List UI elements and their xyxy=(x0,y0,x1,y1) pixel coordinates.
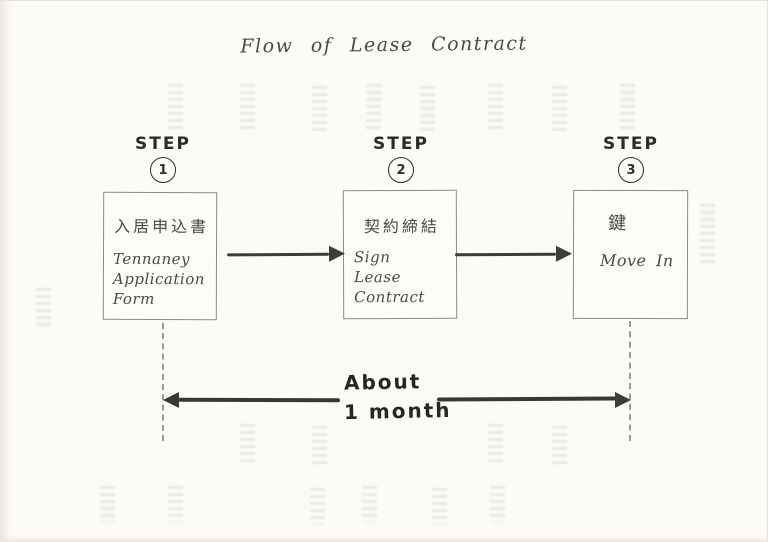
dashed-line-step3 xyxy=(629,321,631,441)
step-1-jp-text: 入居申込書 xyxy=(114,216,210,237)
ghost-smudge xyxy=(310,488,325,524)
step-3-number-circled: 3 xyxy=(618,157,644,183)
ghost-smudge xyxy=(168,486,183,522)
ghost-smudge xyxy=(620,84,635,130)
ghost-smudge xyxy=(366,84,381,130)
step-1-line-1: Tennaney xyxy=(112,249,191,269)
step-3-box: 鍵 Move In xyxy=(572,189,689,320)
step-1-line-2: Application xyxy=(112,269,205,289)
step-2-box: 契約締結 Sign Lease Contract xyxy=(342,189,458,320)
duration-span-arrow-icon xyxy=(163,391,631,409)
step-1-line-3: Form xyxy=(112,289,155,308)
arrow-shaft xyxy=(226,252,330,256)
ghost-smudge xyxy=(240,84,255,130)
step-2-line-3: Contract xyxy=(354,287,425,307)
ghost-smudge xyxy=(700,204,715,264)
step-3-header: STEP 3 xyxy=(571,134,691,183)
step-1-number-circled: 1 xyxy=(150,157,176,183)
step-1-box: 入居申込書 Tennaney Application Form xyxy=(102,191,218,321)
arrow-shaft xyxy=(436,396,618,402)
ghost-smudge xyxy=(362,486,377,522)
diagram-title: Flow of Lease Contract xyxy=(240,32,528,58)
arrow-shaft xyxy=(177,397,341,403)
step-2-line-1: Sign xyxy=(353,248,391,267)
dashed-line-step1 xyxy=(162,323,164,441)
step-2-jp-text: 契約締結 xyxy=(363,216,440,237)
duration-label-line2: 1 month xyxy=(343,397,452,425)
ghost-smudge xyxy=(488,84,503,130)
paper-left-edge xyxy=(0,0,12,542)
step-1-header: STEP 1 xyxy=(103,134,223,183)
paper-bottom-edge xyxy=(0,536,768,542)
ghost-smudge xyxy=(36,288,51,326)
ghost-smudge xyxy=(488,424,503,464)
step-2-line-2: Lease xyxy=(354,267,401,287)
step-2-label: STEP xyxy=(373,134,429,154)
arrow-head-left-icon xyxy=(163,392,179,408)
step-1-label: STEP xyxy=(135,134,191,154)
ghost-smudge xyxy=(432,488,447,524)
ghost-smudge xyxy=(312,86,327,132)
step-3-label: STEP xyxy=(603,134,659,154)
step-3-jp-text: 鍵 xyxy=(608,212,630,234)
ghost-smudge xyxy=(240,424,255,464)
ghost-smudge xyxy=(312,426,327,466)
arrow-step2-to-step3-icon xyxy=(454,245,573,263)
arrow-head-right-icon xyxy=(555,245,573,262)
step-2-header: STEP 2 xyxy=(341,134,461,183)
arrow-head-right-icon xyxy=(615,392,631,408)
step-3-line-1: Move In xyxy=(599,250,674,271)
arrow-head-right-icon xyxy=(328,245,346,262)
ghost-smudge xyxy=(552,86,567,132)
arrow-step1-to-step2-icon xyxy=(226,245,346,263)
step-2-number-circled: 2 xyxy=(388,157,414,183)
arrow-shaft xyxy=(454,252,557,256)
ghost-smudge xyxy=(168,84,183,130)
ghost-smudge xyxy=(100,486,115,522)
ghost-smudge xyxy=(420,86,435,132)
duration-label-line1: About xyxy=(343,369,422,395)
ghost-smudge xyxy=(490,486,505,522)
ghost-smudge xyxy=(552,426,567,466)
